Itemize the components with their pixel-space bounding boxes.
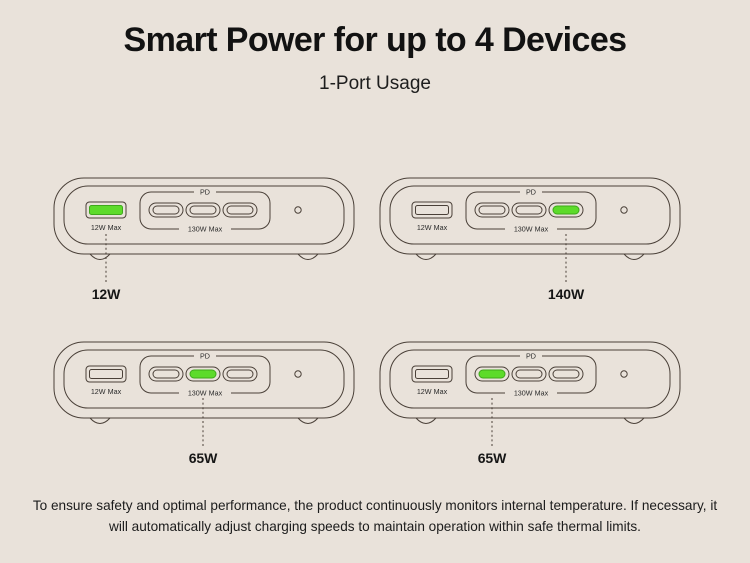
callout-wattage-label: 140W [547, 286, 585, 302]
usb-c-port-1-inner [478, 205, 506, 215]
usb-c-port-2-outline[interactable] [185, 366, 221, 382]
usb-c-port-2-inner [515, 369, 543, 379]
usb-a-port-outline[interactable] [85, 365, 127, 383]
usb-c-port-1-inner [152, 369, 180, 379]
pd-group-label: PD [526, 352, 536, 361]
device-top-left: 12W Max PD 130W Max 12W [48, 172, 378, 317]
usb-a-max-label: 12W Max [91, 223, 122, 232]
device-face-panel [389, 185, 671, 245]
pd-group-border-segment-5 [465, 355, 478, 394]
usb-c-port-3-outline[interactable] [548, 202, 584, 218]
footer-note: To ensure safety and optimal performance… [32, 497, 718, 534]
usb-a-port-inner [415, 369, 449, 379]
usb-c-port-2-outline[interactable] [185, 202, 221, 218]
device-bottom-right: 12W Max PD 130W Max 65W [374, 336, 704, 481]
device-bottom-right-illustration: 12W Max PD 130W Max [379, 341, 681, 448]
usb-a-port-outline[interactable] [85, 201, 127, 219]
usb-c-port-1-outline[interactable] [148, 366, 184, 382]
led-indicator-icon [294, 370, 302, 378]
pd-group-border-segment-5 [465, 191, 478, 230]
device-foot-0 [89, 417, 111, 424]
device-bottom-left: 12W Max PD 130W Max 65W [48, 336, 378, 481]
device-shell-outline [379, 177, 681, 255]
usb-c-port-2-active-indicator [189, 369, 217, 379]
usb-c-port-2-outline[interactable] [511, 202, 547, 218]
callout-wattage-label: 65W [477, 450, 507, 466]
usb-c-port-3-inner [552, 369, 580, 379]
usb-c-port-3-outline[interactable] [222, 366, 258, 382]
device-bottom-left-illustration: 12W Max PD 130W Max [53, 341, 355, 448]
usb-a-port-active-indicator [89, 205, 123, 215]
pd-group-max-label: 130W Max [188, 389, 223, 398]
pd-group-label: PD [200, 188, 210, 197]
device-foot-0 [415, 417, 437, 424]
callout-wattage-label: 65W [188, 450, 218, 466]
pd-group-border-segment-2 [258, 191, 271, 230]
device-top-left-illustration: 12W Max PD 130W Max [53, 177, 355, 284]
usb-a-max-label: 12W Max [91, 387, 122, 396]
device-foot-1 [297, 417, 319, 424]
usb-c-port-2-outline[interactable] [511, 366, 547, 382]
usb-c-port-3-inner [226, 205, 254, 215]
device-foot-0 [89, 253, 111, 260]
usb-c-port-1-outline[interactable] [148, 202, 184, 218]
device-face-panel [63, 349, 345, 409]
usb-a-max-label: 12W Max [417, 387, 448, 396]
device-foot-1 [623, 253, 645, 260]
usb-a-port-outline[interactable] [411, 365, 453, 383]
device-foot-1 [623, 417, 645, 424]
pd-group-label: PD [200, 352, 210, 361]
pd-group-border-segment-2 [258, 355, 271, 394]
usb-a-max-label: 12W Max [417, 223, 448, 232]
usb-a-port-inner [89, 369, 123, 379]
device-face-panel [389, 349, 671, 409]
usb-a-port-outline[interactable] [411, 201, 453, 219]
pd-group-border-segment-5 [139, 191, 152, 230]
page-title: Smart Power for up to 4 Devices [123, 21, 627, 59]
pd-group-label: PD [526, 188, 536, 197]
usb-c-port-1-inner [152, 205, 180, 215]
usb-c-port-1-active-indicator [478, 369, 506, 379]
device-top-right-illustration: 12W Max PD 130W Max [379, 177, 681, 284]
device-shell-outline [53, 177, 355, 255]
usb-a-port-inner [415, 205, 449, 215]
device-shell-outline [379, 341, 681, 419]
usb-c-port-2-inner [515, 205, 543, 215]
pd-group-border-segment-2 [584, 355, 597, 394]
device-face-panel [63, 185, 345, 245]
usb-c-port-1-outline[interactable] [474, 202, 510, 218]
pd-group-max-label: 130W Max [188, 225, 223, 234]
page-subtitle: 1-Port Usage [319, 73, 431, 95]
pd-group-border-segment-5 [139, 355, 152, 394]
pd-group-max-label: 130W Max [514, 225, 549, 234]
pd-group-max-label: 130W Max [514, 389, 549, 398]
led-indicator-icon [294, 206, 302, 214]
device-foot-0 [415, 253, 437, 260]
device-top-right: 12W Max PD 130W Max 140W [374, 172, 704, 317]
header: Smart Power for up to 4 Devices 1-Port U… [0, 0, 750, 95]
led-indicator-icon [620, 370, 628, 378]
usb-c-port-3-active-indicator [552, 205, 580, 215]
pd-group-border-segment-2 [584, 191, 597, 230]
device-foot-1 [297, 253, 319, 260]
usb-c-port-1-outline[interactable] [474, 366, 510, 382]
callout-wattage-label: 12W [91, 286, 121, 302]
usb-c-port-3-inner [226, 369, 254, 379]
usb-c-port-3-outline[interactable] [222, 202, 258, 218]
device-shell-outline [53, 341, 355, 419]
usb-c-port-2-inner [189, 205, 217, 215]
led-indicator-icon [620, 206, 628, 214]
usb-c-port-3-outline[interactable] [548, 366, 584, 382]
